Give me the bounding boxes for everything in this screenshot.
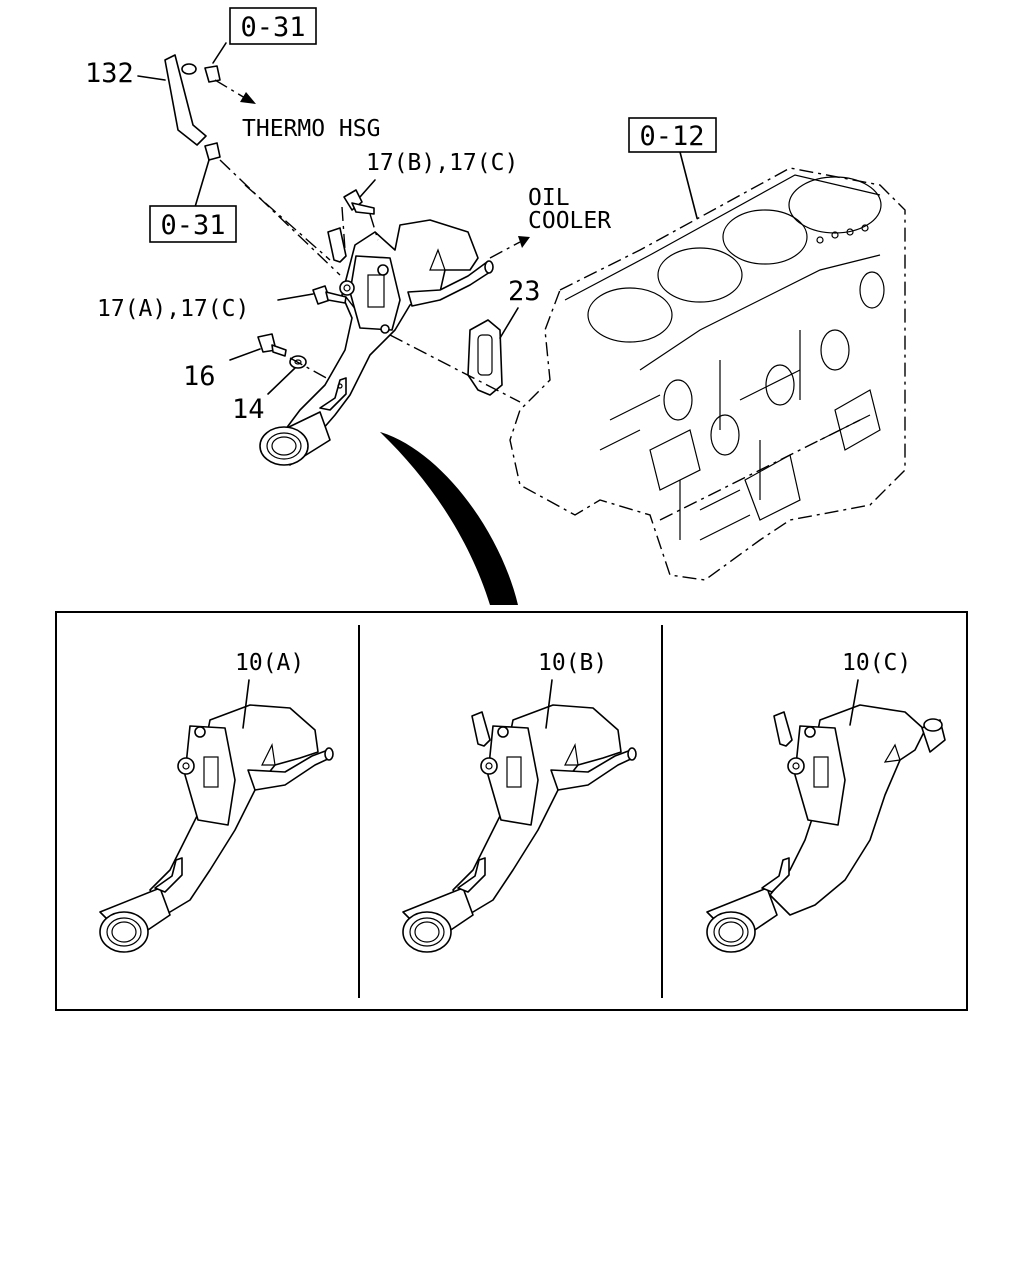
variant-panel	[55, 611, 968, 1011]
variant-b-label: 10(B)	[538, 650, 607, 676]
variant-c-label: 10(C)	[842, 650, 911, 676]
callout-washer: 14	[232, 394, 265, 425]
upper-assembly	[137, 42, 530, 466]
ref-block-label: 0-12	[639, 121, 704, 152]
variant-a-label: 10(A)	[235, 650, 304, 676]
callout-bolts-a-c: 17(A),17(C)	[97, 296, 249, 322]
callout-thermo-hsg: THERMO HSG	[242, 116, 380, 142]
ref-box-block: 0-12	[628, 117, 717, 153]
variant-b-pipe	[402, 679, 637, 953]
callout-cooler: COOLER	[528, 208, 611, 234]
ref-mid-label: 0-31	[160, 210, 225, 241]
engine-block	[509, 151, 906, 581]
ref-box-top: 0-31	[229, 7, 317, 45]
callout-gasket: 23	[508, 276, 541, 307]
callout-oil: OIL	[528, 185, 570, 211]
callout-hose: 132	[85, 58, 134, 89]
variant-a-pipe	[99, 679, 334, 953]
callout-bolt: 16	[183, 361, 216, 392]
view-arrow	[380, 432, 518, 605]
variant-c-pipe	[706, 679, 946, 953]
ref-top-label: 0-31	[240, 12, 305, 43]
callout-bolts-b-c: 17(B),17(C)	[366, 150, 518, 176]
ref-box-mid: 0-31	[149, 205, 237, 243]
